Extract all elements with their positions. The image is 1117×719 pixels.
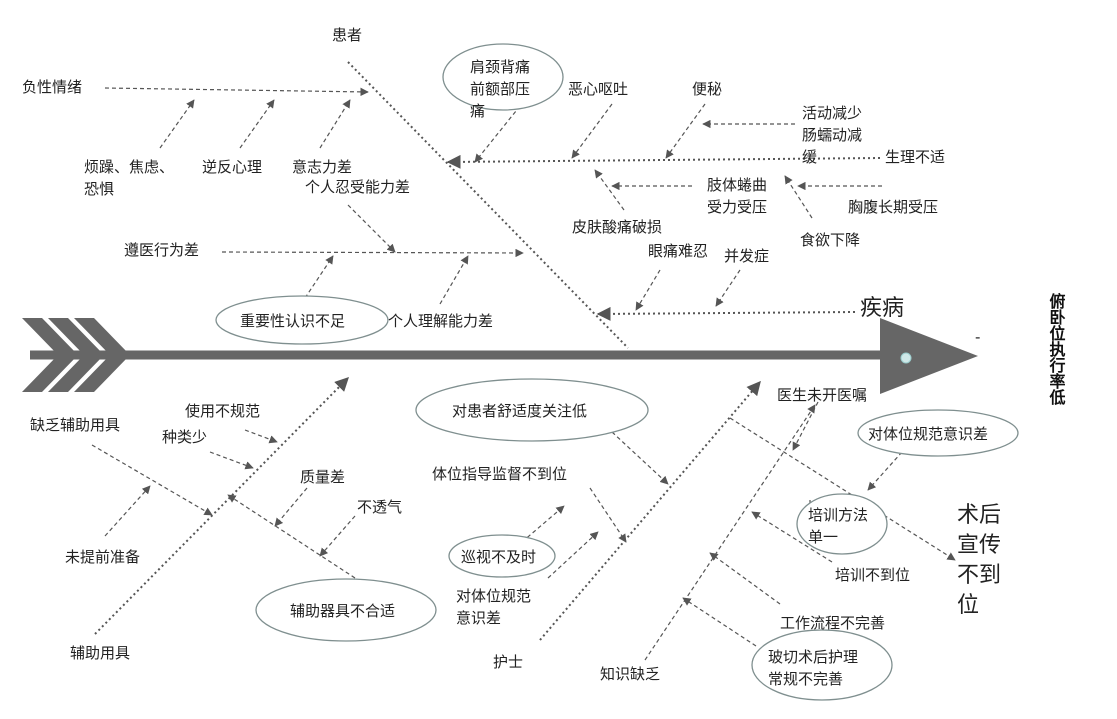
- oval-patrol: [448, 534, 556, 578]
- head-dot: [900, 352, 912, 364]
- branch-nonstandard: [244, 429, 278, 444]
- cause-skin: 皮肤酸痛破损: [572, 218, 662, 236]
- cause-unprepared: 未提前准备: [65, 548, 140, 566]
- head-minor: -: [975, 328, 980, 346]
- oval-comfort: [415, 378, 649, 442]
- cause-eye-pain: 眼痛难忍: [648, 242, 708, 260]
- category-disease: 疾病: [860, 296, 904, 321]
- cause-few-types: 种类少: [162, 428, 207, 446]
- tail-icon: [22, 318, 130, 392]
- category-tools: 辅助用具: [70, 644, 130, 662]
- branch-training: [751, 511, 833, 563]
- cause-rebellious: 逆反心理: [202, 158, 262, 176]
- branch-compliance: [221, 248, 524, 258]
- branch-rebellious: [239, 99, 275, 149]
- cause-posture-awareness: 对体位规范意识差: [868, 425, 988, 443]
- cause-compliance: 遵医行为差: [124, 241, 199, 259]
- branch-appetite: [784, 175, 813, 219]
- oval-importance: [215, 295, 389, 345]
- cause-lack-tools: 缺乏辅助用具: [30, 416, 120, 434]
- oval-routine: [751, 629, 893, 701]
- branch-doctor-order: [792, 401, 819, 451]
- category-patient: 患者: [332, 26, 362, 44]
- cause-comfort-focus: 对患者舒适度关注低: [452, 402, 587, 420]
- cause-nausea: 恶心呕吐: [568, 80, 628, 98]
- cause-supervision: 体位指导监督不到位: [432, 465, 567, 483]
- branch-understanding: [439, 255, 469, 305]
- bone-disease: [596, 306, 856, 321]
- cause-discomfort: 生理不适: [885, 148, 945, 166]
- cause-irritability: 烦躁、焦虑、恐惧: [84, 158, 174, 198]
- cause-nurse-awareness: 对体位规范意识差: [456, 587, 531, 627]
- branch-nurse-awareness: [547, 531, 599, 579]
- category-education: 术后宣传不到位: [957, 503, 1001, 618]
- cause-unsuitable: 辅助器具不合适: [290, 602, 395, 620]
- cause-willpower: 意志力差: [292, 158, 352, 176]
- cause-nonstandard-use: 使用不规范: [185, 402, 260, 420]
- cause-training-method: 培训方法单一: [808, 506, 868, 546]
- branch-supervision: [589, 487, 627, 543]
- cause-routine: 玻切术后护理常规不完善: [768, 648, 858, 688]
- cause-constipation: 便秘: [692, 80, 722, 98]
- branch-comfort: [611, 431, 669, 485]
- branch-irritability: [159, 99, 195, 149]
- cause-appetite: 食欲下降: [800, 231, 860, 249]
- branch-constipation: [665, 103, 706, 159]
- branch-importance: [304, 255, 334, 299]
- oval-unsuitable: [255, 578, 437, 642]
- cause-importance: 重要性认识不足: [240, 312, 345, 330]
- cause-tolerance: 个人忍受能力差: [305, 178, 410, 196]
- bone-patient: [347, 61, 629, 349]
- branch-lack-tools: [91, 444, 213, 516]
- branch-negative-emotion: [104, 87, 369, 97]
- cause-limb: 肢体蜷曲受力受压: [707, 176, 767, 216]
- branch-routine: [682, 597, 757, 647]
- branch-nausea: [571, 103, 613, 159]
- branch-workflow: [709, 552, 781, 605]
- category-knowledge: 知识缺乏: [600, 665, 660, 683]
- cause-activity: 活动减少肠蠕动减缓: [802, 104, 862, 166]
- cause-understanding: 个人理解能力差: [388, 312, 493, 330]
- oval-posture-awareness: [857, 409, 1019, 457]
- cause-doctor-order: 医生未开医嘱: [777, 386, 867, 404]
- branch-skin: [594, 169, 625, 211]
- head-arrow-icon: [880, 318, 978, 394]
- cause-training: 培训不到位: [835, 566, 910, 584]
- branch-unsuitable: [227, 494, 356, 579]
- cause-airtight: 不透气: [357, 498, 402, 516]
- cause-chest: 胸腹长期受压: [848, 198, 938, 216]
- branch-unprepared: [104, 485, 151, 537]
- branch-tolerance: [347, 204, 396, 253]
- category-nurse: 护士: [493, 653, 523, 671]
- branch-airtight: [319, 515, 356, 557]
- cause-patrol: 巡视不及时: [461, 548, 536, 566]
- bone-nurse: [539, 380, 761, 641]
- branch-few-types: [209, 451, 254, 470]
- branch-eye-pain: [635, 269, 661, 311]
- cause-workflow: 工作流程不完善: [780, 614, 885, 632]
- cause-complication: 并发症: [724, 247, 769, 265]
- branch-patrol: [521, 505, 565, 543]
- oval-shoulder: [442, 43, 564, 111]
- problem-title: 俯卧位执行率低: [1047, 292, 1067, 406]
- bone-knowledge: [644, 404, 816, 661]
- branch-quality: [274, 487, 308, 527]
- bone-education: [729, 417, 956, 561]
- oval-training-method: [796, 493, 888, 555]
- cause-negative-emotion: 负性情绪: [22, 78, 82, 96]
- branch-posture-awareness: [867, 451, 903, 491]
- branch-complication: [715, 269, 741, 307]
- branch-shoulder: [474, 105, 521, 163]
- bone-discomfort: [446, 154, 881, 169]
- branch-willpower: [319, 99, 351, 149]
- cause-quality: 质量差: [300, 468, 345, 486]
- cause-shoulder-pain: 肩颈背痛前额部压痛: [470, 58, 530, 120]
